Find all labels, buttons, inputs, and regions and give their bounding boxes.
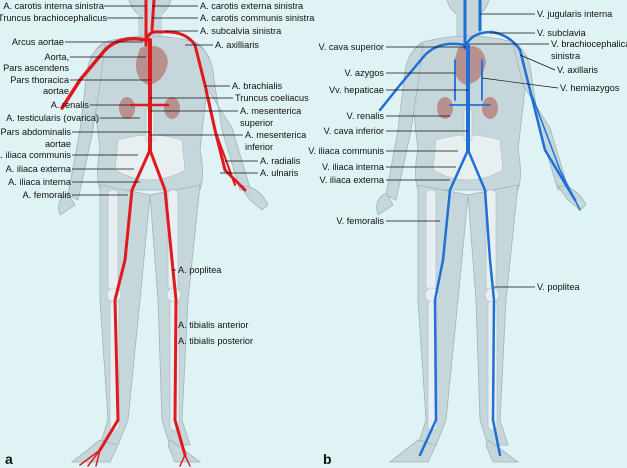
label-aorta: Aorta, [44, 52, 69, 62]
label-pars-thoracica: Pars thoracica [10, 75, 69, 85]
label-pars-abdominalis-2: aortae [44, 139, 71, 149]
label-v-iliaca-communis: V. iliaca communis [308, 146, 384, 156]
label-a-renalis: A. renalis [50, 100, 89, 110]
label-a-iliaca-externa: A. iliaca externa [5, 164, 71, 174]
label-v-cava-superior: V. cava superior [318, 42, 384, 52]
label-a-tibialis-posterior: A. tibialis posterior [178, 336, 254, 346]
label-a-subclavia: A. subcalvia sinistra [200, 26, 282, 36]
label-a-brachialis: A. brachialis [232, 81, 283, 91]
label-pars-ascendens: Pars ascendens [3, 63, 69, 73]
label-v-axillaris: V. axillaris [557, 65, 599, 75]
label-vv-hepaticae: Vv. hepaticae [329, 85, 384, 95]
label-a-iliaca-interna: A. iliaca interna [8, 177, 71, 187]
venous-system [378, 0, 581, 457]
label-v-azygos: V. azygos [344, 68, 385, 78]
arterial-system [60, 0, 247, 467]
label-v-poplitea: V. poplitea [537, 282, 580, 292]
label-a-femoralis: A. femoralis [22, 190, 71, 200]
label-v-brachiocephalica-2: sinistra [551, 51, 581, 61]
label-v-renalis: V. renalis [346, 111, 384, 121]
label-arcus-aortae: Arcus aortae [11, 37, 64, 47]
label-v-jugularis-interna: V. jugularis interna [537, 9, 613, 19]
label-v-iliaca-interna: V. iliaca interna [322, 162, 384, 172]
label-a-iliaca-communis: A. iliaca communis [0, 150, 71, 160]
label-a-carotis-externa: A. carotis externa sinistra [200, 1, 304, 11]
label-a-carotis-interna: A. carotis interna sinistra [3, 1, 104, 11]
label-truncus-coeliacus: Truncus coeliacus [235, 93, 309, 103]
label-v-brachiocephalica: V. brachiocephalica [551, 39, 627, 49]
label-v-cava-inferior: V. cava inferior [323, 126, 384, 136]
label-v-subclavia: V. subclavia [537, 28, 586, 38]
label-a-mesenterica-superior: A. mesenterica [240, 106, 302, 116]
label-a-mesenterica-inferior-2: inferior [245, 142, 274, 152]
label-a-mesenterica-inferior: A. mesenterica [245, 130, 307, 140]
label-v-iliaca-externa: V. iliaca externa [319, 175, 384, 185]
label-a-ulnaris: A. ulnaris [260, 168, 299, 178]
label-pars-abdominalis: Pars abdominalis [0, 127, 71, 137]
label-a-radialis: A. radialis [260, 156, 301, 166]
label-truncus-brachiocephalicus: Truncus brachiocephalicus [0, 13, 107, 23]
label-v-hemiazygos: V. hemiazygos [560, 83, 620, 93]
label-a-tibialis-anterior: A. tibialis anterior [178, 320, 249, 330]
panel-label-a: a [5, 451, 13, 467]
label-pars-thoracica-2: aortae [42, 86, 69, 96]
leader-lines [65, 5, 559, 288]
label-a-axillaris: A. axilliaris [215, 40, 259, 50]
label-a-poplitea: A. poplitea [178, 265, 222, 275]
panel-label-b: b [323, 451, 332, 467]
label-a-carotis-communis: A. carotis communis sinistra [200, 13, 315, 23]
label-a-mesenterica-superior-2: superior [240, 118, 274, 128]
label-v-femoralis: V. femoralis [336, 216, 384, 226]
label-a-testicularis: A. testicularis (ovarica) [6, 113, 99, 123]
